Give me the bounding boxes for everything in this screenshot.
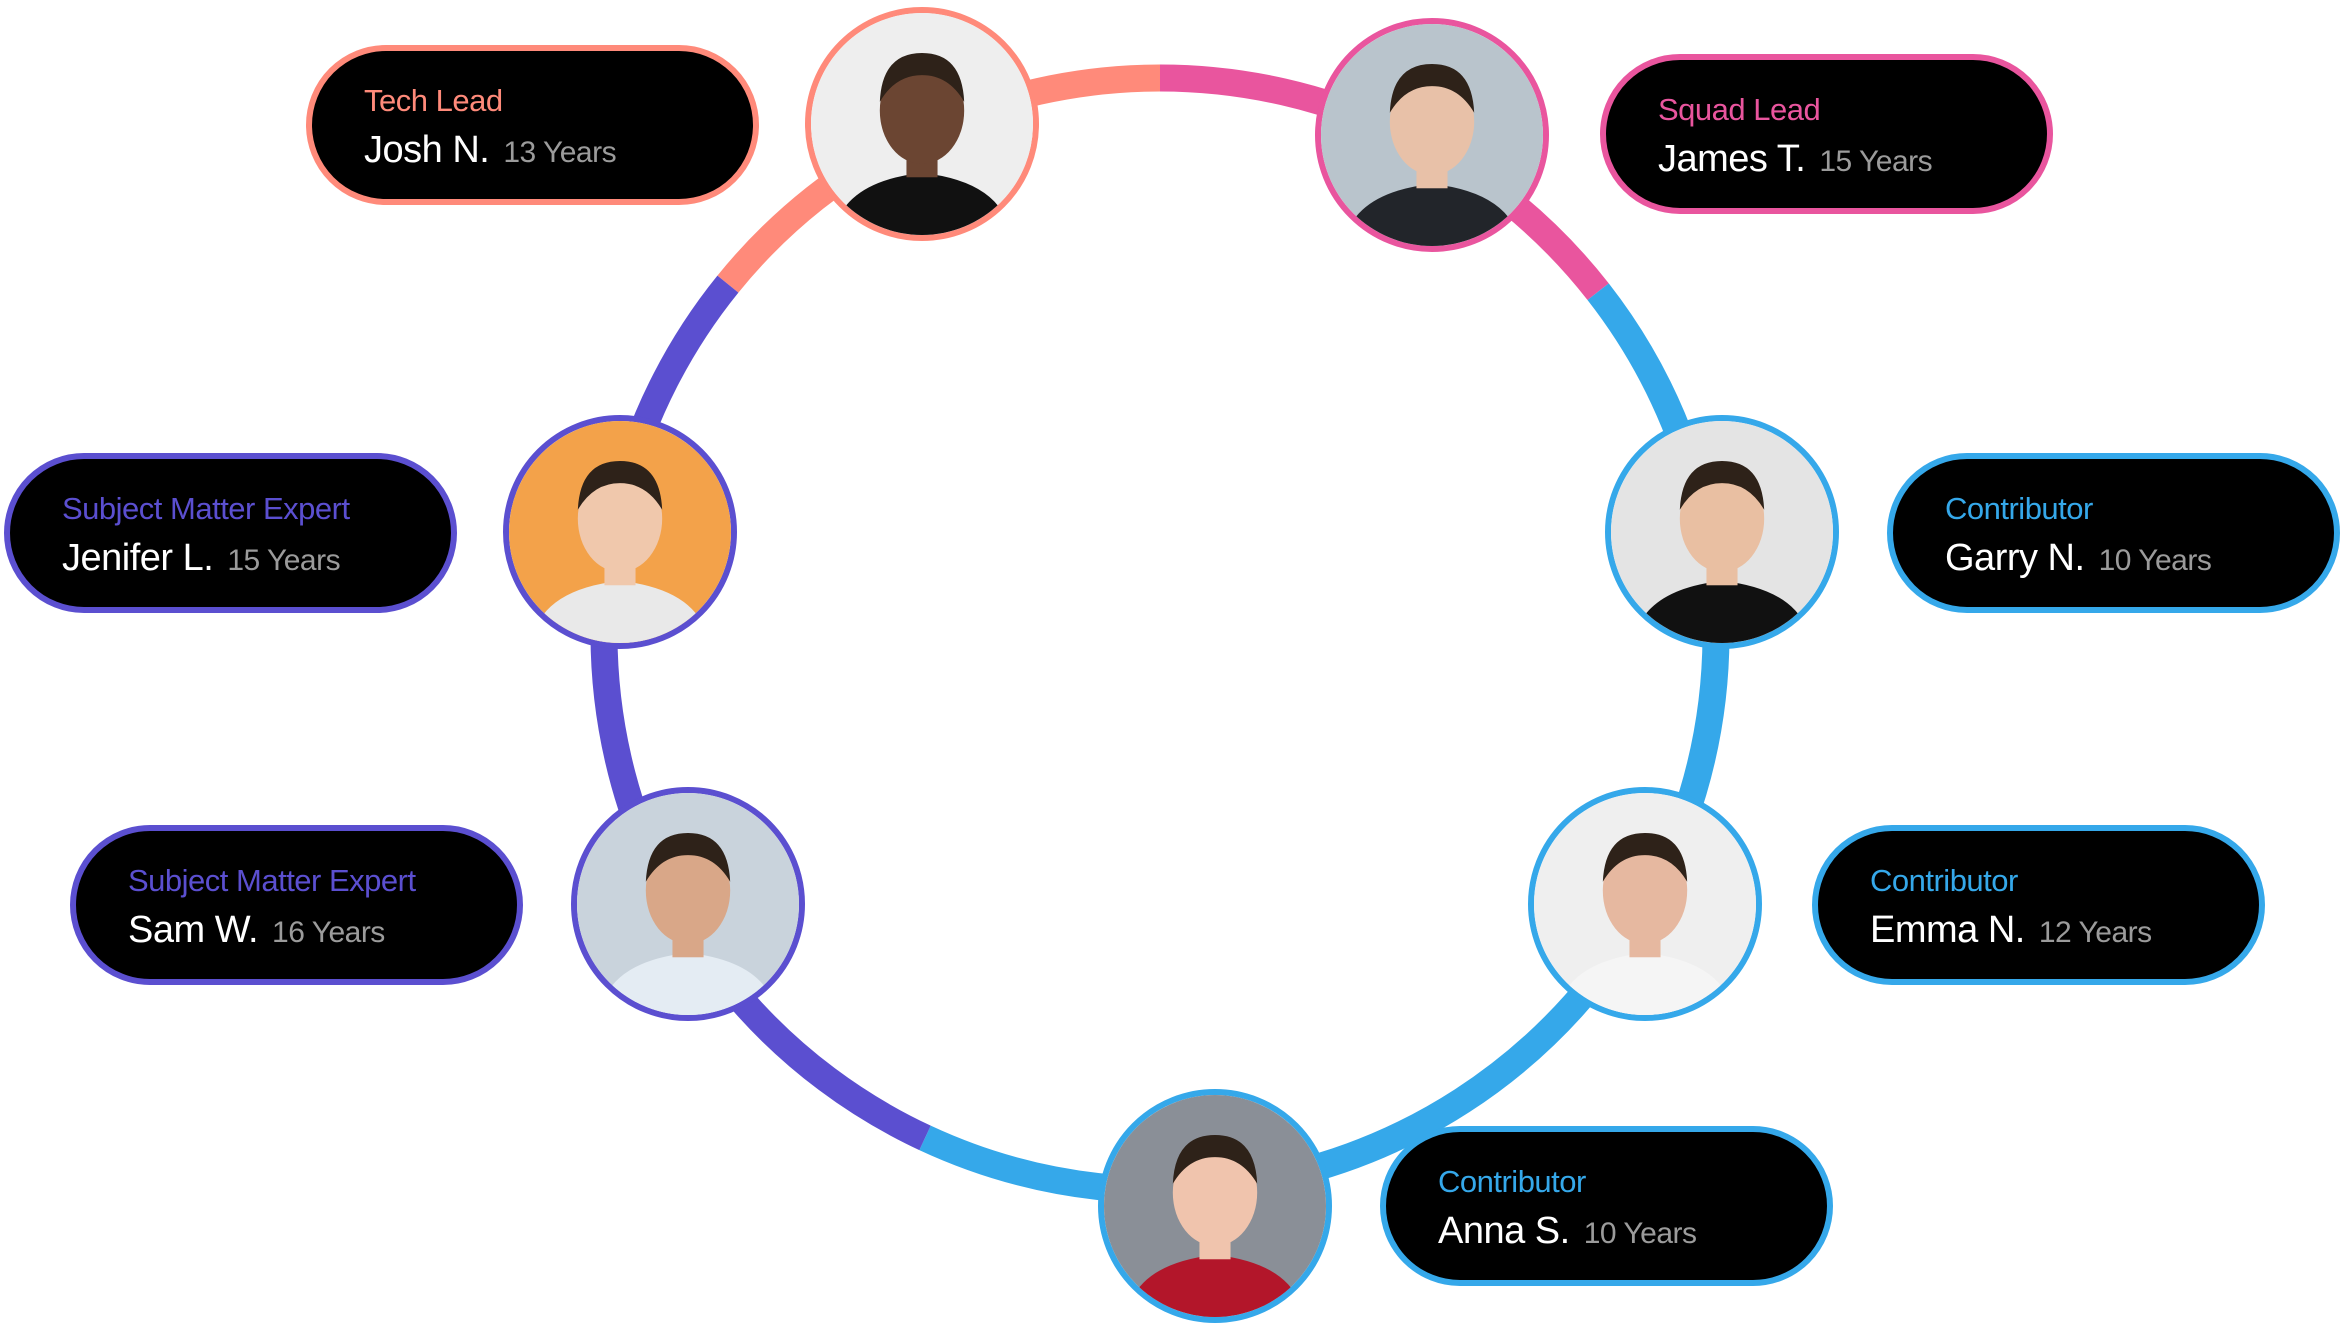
member-role: Tech Lead <box>364 83 503 118</box>
member-role: Contributor <box>1870 863 2018 898</box>
member-role: Squad Lead <box>1658 92 1821 127</box>
ring-segment-contributor <box>919 283 1730 1204</box>
ring-segment-sme <box>590 275 931 1151</box>
person-photo-icon <box>1611 421 1833 643</box>
person-photo-icon <box>1534 793 1756 1015</box>
member-role: Contributor <box>1438 1164 1586 1199</box>
avatar-james <box>1315 18 1549 252</box>
avatar-jenifer <box>503 415 737 649</box>
avatar-sam <box>571 787 805 1021</box>
member-name: Josh N. <box>364 129 490 171</box>
member-name: Anna S. <box>1438 1210 1570 1252</box>
member-years: 12 Years <box>2038 916 2152 949</box>
member-name: James T. <box>1658 138 1806 180</box>
member-years: 15 Years <box>1819 145 1933 178</box>
member-role: Subject Matter Expert <box>62 491 350 526</box>
avatar-josh <box>805 7 1039 241</box>
person-photo-icon <box>811 13 1033 235</box>
member-name: Sam W. <box>128 909 259 951</box>
avatar-garry <box>1605 415 1839 649</box>
member-role: Subject Matter Expert <box>128 863 416 898</box>
person-photo-icon <box>1321 24 1543 246</box>
member-name: Garry N. <box>1945 537 2085 579</box>
member-name: Jenifer L. <box>62 537 214 579</box>
person-photo-icon <box>1104 1095 1326 1317</box>
member-years: 15 Years <box>227 544 341 577</box>
member-years: 16 Years <box>272 916 385 949</box>
member-name: Emma N. <box>1870 909 2025 951</box>
person-photo-icon <box>577 793 799 1015</box>
avatar-emma <box>1528 787 1762 1021</box>
member-role: Contributor <box>1945 491 2093 526</box>
avatar-anna <box>1098 1089 1332 1323</box>
member-years: 10 Years <box>2098 544 2212 577</box>
member-years: 10 Years <box>1583 1217 1697 1250</box>
member-years: 13 Years <box>503 136 617 169</box>
person-photo-icon <box>509 421 731 643</box>
